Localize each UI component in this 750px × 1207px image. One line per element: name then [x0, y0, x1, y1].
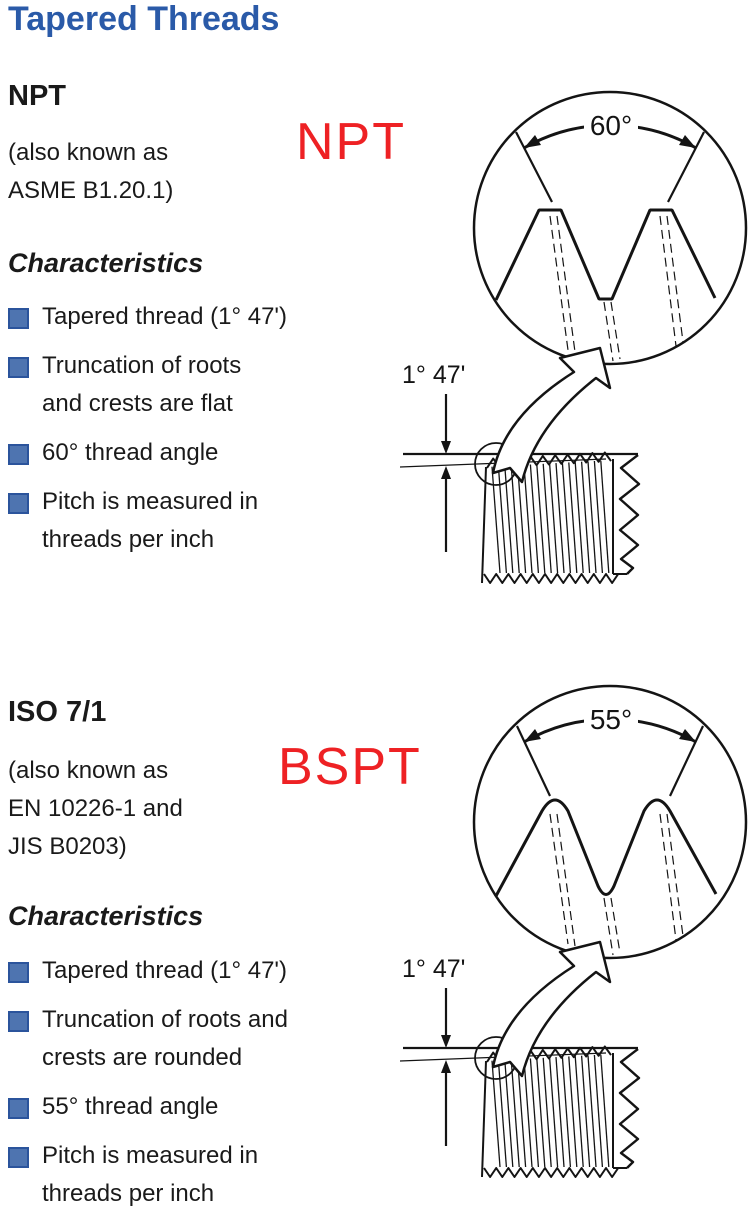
characteristics-list: Tapered thread (1° 47') Truncation of ro… — [8, 952, 408, 1207]
thread-hatching — [483, 1045, 620, 1178]
bullet-item: 60° thread angle — [8, 434, 388, 472]
section-heading-npt: NPT — [8, 80, 66, 112]
bspt-thread-diagram: 55° 1° 47' — [400, 684, 748, 1178]
thread-hatching — [483, 451, 620, 584]
pipe-break-line — [618, 1048, 641, 1169]
bullet-text-line: Tapered thread (1° 47') — [42, 957, 287, 984]
angle-label-backing — [584, 699, 638, 733]
angle-label-backing — [584, 105, 638, 139]
page-title: Tapered Threads — [8, 0, 280, 38]
aka-line: ASME B1.20.1) — [8, 177, 174, 204]
bullet-item: Pitch is measured in threads per inch — [8, 1137, 408, 1207]
aka-line: EN 10226-1 and — [8, 795, 183, 822]
bullet-item: Tapered thread (1° 47') — [8, 298, 388, 336]
characteristics-heading: Characteristics — [8, 901, 204, 931]
bullet-text-line: threads per inch — [42, 526, 215, 553]
bullet-square-icon — [8, 1098, 29, 1119]
thread-angle-label: 60° — [590, 110, 632, 141]
aka-line: (also known as — [8, 139, 169, 166]
aka-text: (also known as EN 10226-1 and JIS B0203) — [8, 752, 183, 866]
bullet-item: Tapered thread (1° 47') — [8, 952, 408, 990]
magnifier-circle-icon — [472, 684, 748, 960]
bullet-item: Truncation of roots and crests are round… — [8, 1001, 408, 1077]
bullet-text-line: and crests are flat — [42, 390, 233, 417]
arc-arrowhead-icon — [679, 135, 696, 148]
aka-line: (also known as — [8, 757, 169, 784]
thread-axis-lines — [549, 215, 684, 362]
zoom-arrow-icon — [491, 346, 612, 484]
bullet-text-line: Tapered thread (1° 47') — [42, 303, 287, 330]
thread-profile-flat-crests — [494, 208, 717, 301]
bullet-text-line: Pitch is measured in — [42, 488, 259, 515]
taper-angle-label: 1° 47' — [402, 361, 465, 389]
angle-extension-lines — [515, 131, 705, 203]
bullet-square-icon — [8, 962, 29, 983]
npt-thread-diagram: 60° 1° 47' — [400, 90, 748, 584]
red-thread-type-label: NPT — [296, 113, 406, 171]
thread-angle-label: 55° — [590, 704, 632, 735]
thread-profile-rounded-crests — [494, 798, 718, 897]
bullet-text-line: Truncation of roots and — [42, 1006, 288, 1033]
bullet-square-icon — [8, 493, 29, 514]
bullet-square-icon — [8, 444, 29, 465]
bullet-text-line: threads per inch — [42, 1180, 215, 1207]
arc-arrowhead-icon — [679, 729, 696, 742]
arc-arrowhead-icon — [524, 729, 541, 742]
red-thread-type-label: BSPT — [278, 738, 422, 796]
angle-extension-lines — [516, 725, 704, 797]
taper-dimension-arrows — [441, 394, 451, 552]
pipe-break-line — [618, 454, 641, 575]
bullet-square-icon — [8, 1011, 29, 1032]
bullet-square-icon — [8, 308, 29, 329]
bullet-text-line: 55° thread angle — [42, 1093, 219, 1120]
characteristics-list: Tapered thread (1° 47') Truncation of ro… — [8, 298, 388, 570]
zoom-arrow-icon — [491, 940, 612, 1078]
taper-dimension-arrows — [441, 988, 451, 1146]
bullet-item: Pitch is measured in threads per inch — [8, 483, 388, 559]
taper-angle-label: 1° 47' — [402, 955, 465, 983]
aka-line: JIS B0203) — [8, 833, 127, 860]
bullet-item: 55° thread angle — [8, 1088, 408, 1126]
bullet-square-icon — [8, 357, 29, 378]
characteristics-heading: Characteristics — [8, 248, 204, 278]
bullet-text-line: Pitch is measured in — [42, 1142, 259, 1169]
magnifier-circle-icon — [472, 90, 748, 366]
arc-arrowhead-icon — [524, 135, 541, 148]
bullet-square-icon — [8, 1147, 29, 1168]
aka-text: (also known as ASME B1.20.1) — [8, 134, 173, 210]
bullet-item: Truncation of roots and crests are flat — [8, 347, 388, 423]
bullet-text-line: Truncation of roots — [42, 352, 242, 379]
thread-axis-lines — [549, 813, 684, 956]
section-heading-iso: ISO 7/1 — [8, 696, 107, 728]
bullet-text-line: crests are rounded — [42, 1044, 243, 1071]
bullet-text-line: 60° thread angle — [42, 439, 219, 466]
